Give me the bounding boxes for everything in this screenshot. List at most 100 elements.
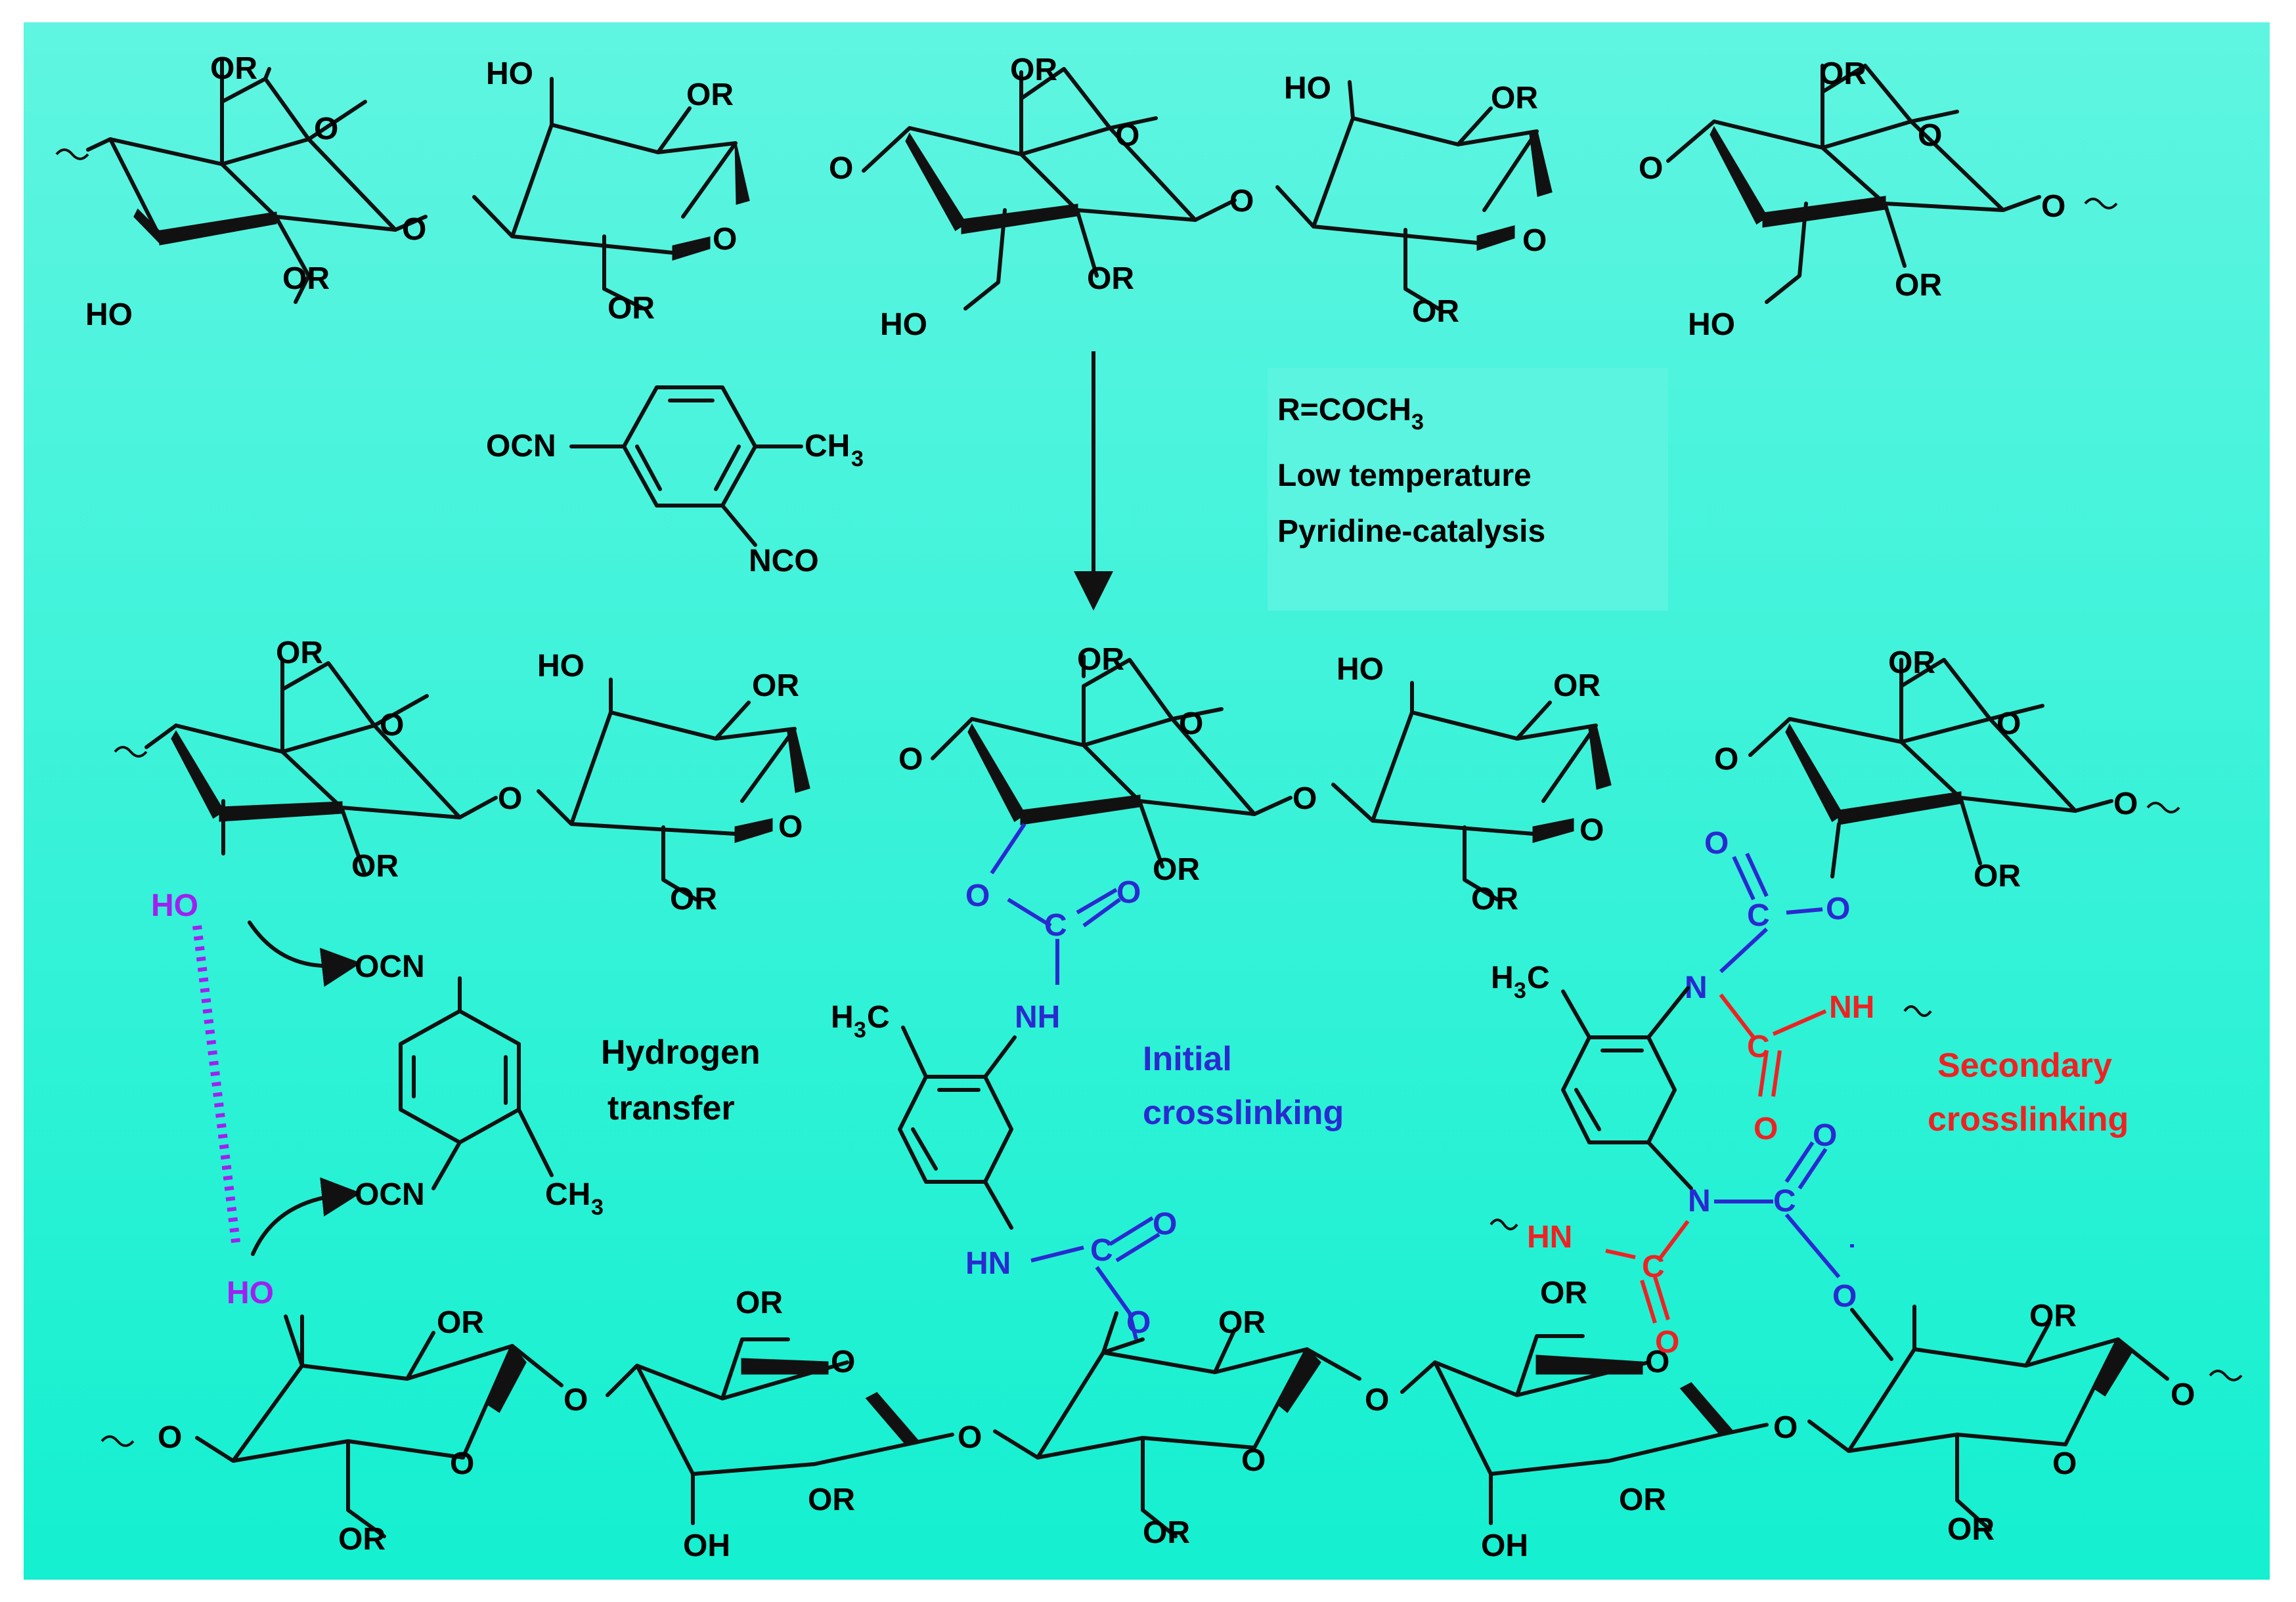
svg-text:3: 3 [1514,978,1526,1003]
svg-text:C: C [1773,1184,1796,1219]
svg-text:H: H [1491,961,1514,995]
svg-text:3: 3 [591,1195,604,1220]
svg-text:N: N [1688,1184,1711,1219]
svg-text:C: C [1642,1249,1665,1284]
secondary-crosslinking-region: O O C N C NH O H 3 C N C O O C HN O Seco… [1490,822,2129,1361]
svg-text:O: O [1918,118,1942,153]
svg-text:OR: OR [210,51,257,86]
middle-chain-labels: OR O OR O HO OR O OR O OR O OR O HO OR O… [276,636,2138,917]
svg-text:crosslinking: crosslinking [1928,1100,2129,1138]
svg-text:OH: OH [1481,1528,1528,1563]
top-unit-3 [862,67,1237,311]
svg-text:O: O [1714,742,1738,777]
svg-text:NCO: NCO [749,544,819,578]
svg-text:O: O [1115,118,1139,153]
svg-text:HO: HO [227,1276,274,1310]
svg-text:OH: OH [683,1528,730,1563]
svg-text:Low temperature: Low temperature [1277,458,1532,493]
svg-text:O: O [1997,706,2021,741]
svg-text:O: O [158,1420,182,1455]
svg-text:O: O [1229,184,1254,219]
svg-text:C: C [1747,898,1770,933]
svg-text:3: 3 [851,446,864,471]
svg-text:Secondary: Secondary [1937,1047,2112,1085]
svg-text:O: O [1832,1279,1857,1314]
svg-text:CH: CH [805,429,850,464]
top-unit-5 [1666,64,2118,304]
svg-text:C: C [1044,908,1067,943]
svg-text:C: C [1527,961,1550,995]
svg-text:OR: OR [2029,1299,2077,1333]
svg-text:OR: OR [1974,859,2021,894]
svg-text:O: O [1773,1410,1798,1445]
svg-text:O: O [1579,813,1604,848]
svg-text:O: O [2041,189,2065,224]
svg-text:OR: OR [338,1522,386,1557]
svg-text:OR: OR [1087,261,1134,296]
svg-text:OR: OR [752,668,799,703]
svg-text:OR: OR [736,1286,783,1320]
svg-text:O: O [1754,1112,1778,1146]
svg-text:O: O [778,810,803,844]
svg-text:OR: OR [1819,56,1866,91]
top-cellulose-chain [55,57,2118,311]
svg-text:R=COCH3: R=COCH3 [1277,393,1424,435]
top-unit-1 [108,57,428,304]
middle-cellulose-chain [114,655,2180,901]
svg-text:OR: OR [1153,852,1200,887]
svg-text:OR: OR [1471,882,1518,917]
bottom-chain-labels: O OR O OR O OR O OH OR O OR O OR O OR O … [158,1276,2195,1563]
reagent-toluene-diisocyanate: OCN CH 3 NCO [486,385,864,578]
svg-text:OCN: OCN [355,949,425,984]
svg-text:OR: OR [1412,294,1459,329]
top-chain-labels: OR O OR HO O HO OR O OR O OR O OR HO O H… [85,51,2065,342]
svg-text:OR: OR [1218,1305,1266,1340]
svg-text:O: O [2113,787,2138,821]
svg-text:OR: OR [1553,668,1601,703]
svg-text:HO: HO [1336,652,1384,687]
reaction-conditions: R=COCH3 Low temperature Pyridine-catalys… [1277,393,1545,549]
svg-text:OR: OR [607,291,655,326]
svg-text:crosslinking: crosslinking [1143,1094,1344,1132]
svg-text:HN: HN [1527,1220,1572,1255]
svg-text:O: O [1813,1118,1837,1153]
svg-text:CH: CH [545,1177,590,1212]
svg-text:OR: OR [276,636,323,670]
svg-text:H: H [831,1000,854,1035]
svg-text:OR: OR [808,1483,855,1517]
svg-text:O: O [1292,781,1317,816]
svg-text:OR: OR [1540,1276,1587,1310]
svg-text:OR: OR [670,882,717,917]
svg-text:C: C [867,1000,890,1035]
svg-text:O: O [958,1420,982,1455]
svg-text:O: O [1365,1383,1389,1418]
svg-text:O: O [1179,706,1203,741]
initial-crosslinking-region: O C O NH H 3 C HN C O O Initial crosslin… [831,823,1344,1354]
svg-text:NH: NH [1829,990,1874,1025]
svg-text:O: O [1241,1443,1266,1478]
svg-text:O: O [1639,151,1663,186]
svg-text:HO: HO [151,888,198,923]
svg-text:OR: OR [282,261,330,296]
svg-text:O: O [898,742,923,777]
svg-text:O: O [314,112,338,146]
svg-text:OR: OR [437,1305,484,1340]
svg-text:NH: NH [1015,1000,1060,1035]
svg-text:O: O [1126,1305,1151,1340]
svg-text:HO: HO [486,56,533,91]
svg-text:O: O [965,878,990,913]
svg-text:Hydrogen: Hydrogen [601,1033,761,1072]
svg-text:O: O [563,1383,588,1418]
svg-text:OR: OR [686,77,734,112]
svg-text:O: O [1826,892,1850,926]
svg-text:OR: OR [351,849,399,884]
svg-text:HO: HO [537,649,585,683]
svg-text:O: O [402,212,426,247]
svg-text:O: O [829,151,853,186]
svg-text:O: O [1116,875,1141,910]
svg-text:O: O [1522,223,1547,258]
svg-text:OR: OR [1077,642,1124,677]
svg-text:Initial: Initial [1143,1040,1232,1078]
svg-text:OR: OR [1947,1512,1995,1547]
svg-text:HO: HO [85,297,133,332]
